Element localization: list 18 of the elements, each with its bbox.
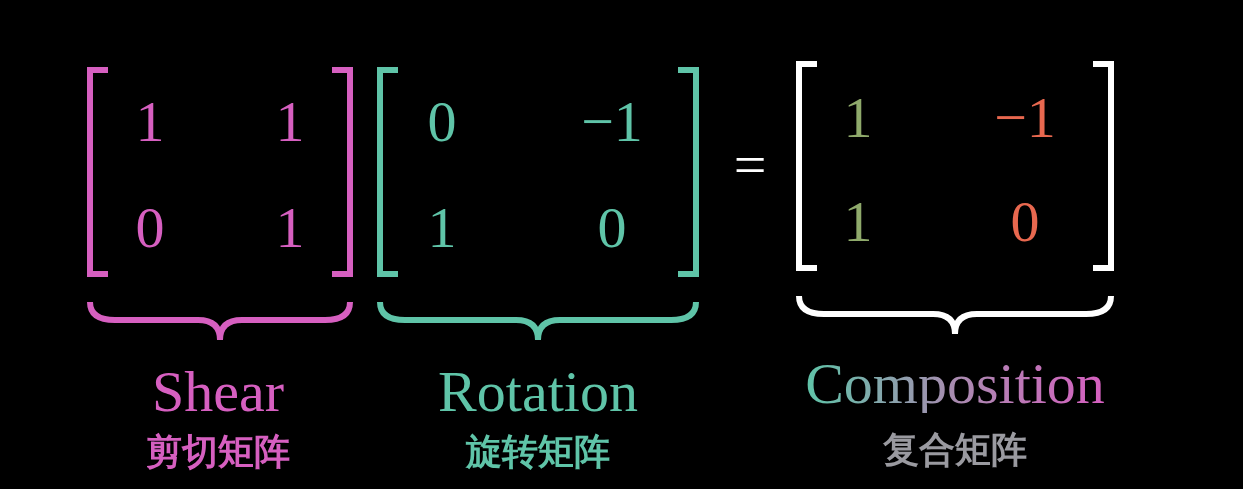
matrix-entry: −1 [994, 89, 1056, 147]
matrix-name-chinese: 复合矩阵 [883, 432, 1027, 468]
matrix-entry: 1 [843, 89, 873, 147]
matrix-name: Shear [151, 363, 285, 421]
matrix-entry: 0 [1010, 193, 1040, 251]
matrix-name-chinese: 旋转矩阵 [466, 434, 610, 470]
matrix-name-chinese: 剪切矩阵 [146, 434, 290, 470]
equals-sign: = [733, 136, 767, 194]
matrix-entry: 0 [597, 199, 627, 257]
matrix-entry: 1 [275, 93, 305, 151]
matrix-entry: 1 [843, 193, 873, 251]
matrix-name: Rotation [438, 363, 638, 421]
matrix-entry: −1 [581, 93, 643, 151]
matrix-entry: 0 [135, 199, 165, 257]
matrix-entry: 1 [427, 199, 457, 257]
matrix-entry: 1 [135, 93, 165, 151]
matrix-entry: 0 [427, 93, 457, 151]
matrix-entry: 1 [275, 199, 305, 257]
